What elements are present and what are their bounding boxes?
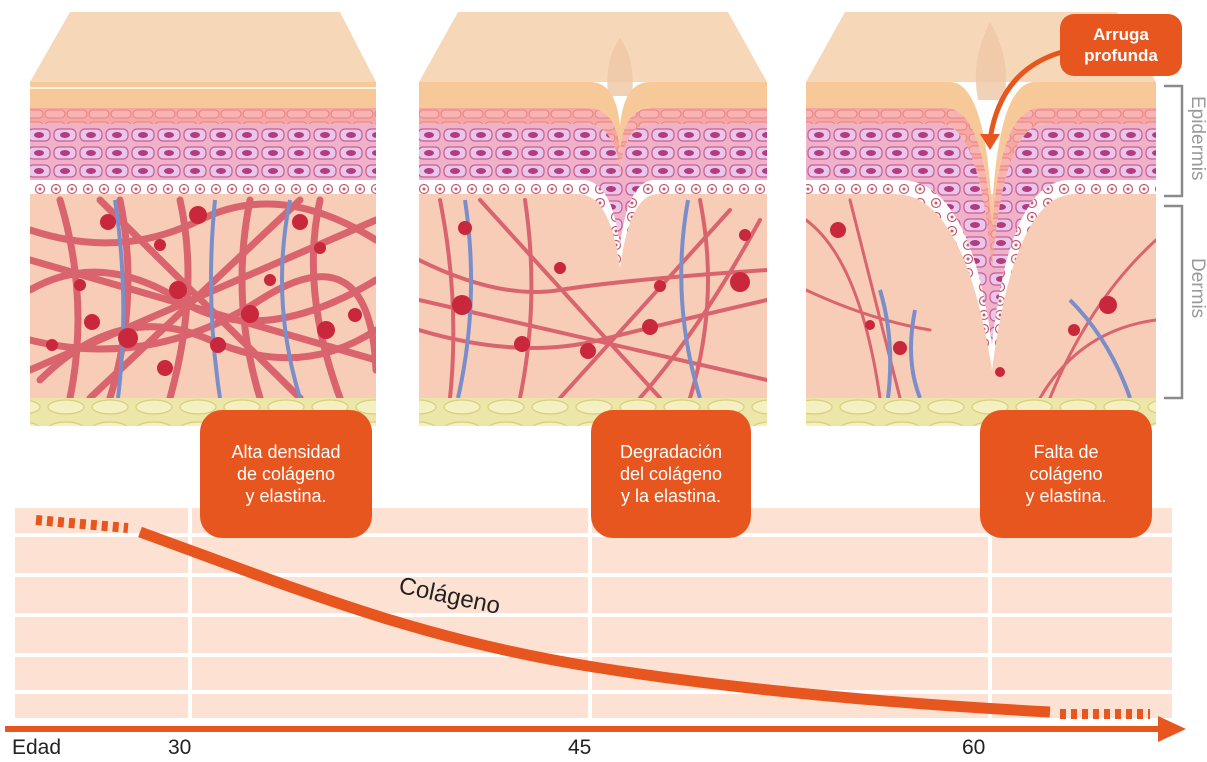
callout-degradation: Degradación del colágeno y la elastina.	[591, 410, 751, 538]
age-axis-arrowhead	[1158, 716, 1186, 742]
skin-panel-young	[30, 12, 376, 426]
deep-wrinkle-label: Arruga profunda	[1060, 14, 1182, 76]
collagen-chart-grid	[15, 508, 1172, 718]
age-tick-45: 45	[568, 736, 591, 760]
layer-brackets	[1164, 86, 1182, 398]
age-axis-label: Edad	[12, 736, 61, 760]
age-tick-30: 30	[168, 736, 191, 760]
dermis-label: Dermis	[1186, 258, 1207, 318]
callout-lack: Falta de colágeno y elastina.	[980, 410, 1152, 538]
age-tick-60: 60	[962, 736, 985, 760]
epidermis-label: Epidermis	[1186, 96, 1207, 180]
callout-high-density: Alta densidad de colágeno y elastina.	[200, 410, 372, 538]
skin-panel-middle	[419, 12, 767, 426]
